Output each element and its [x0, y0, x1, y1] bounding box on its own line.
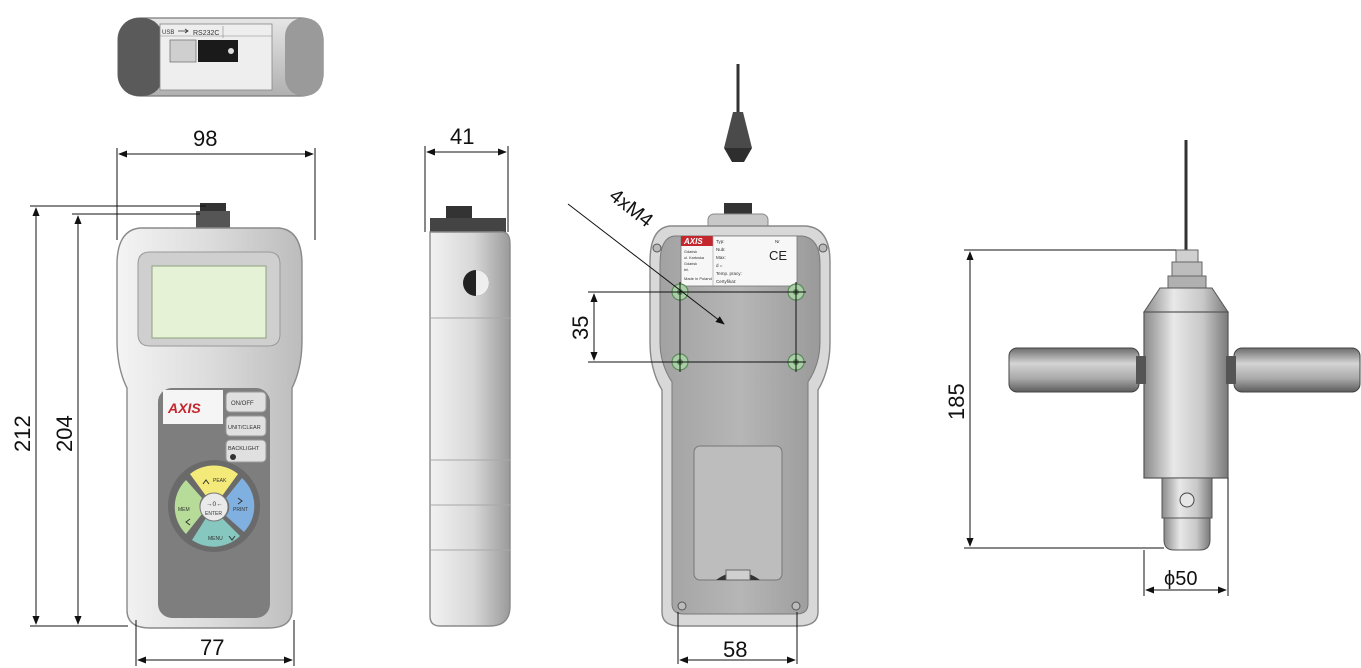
plate-cert: Certyfikat:: [716, 279, 736, 284]
plate-nub: Nub:: [716, 247, 726, 252]
front-brand-logo: AXIS: [167, 400, 201, 416]
usb-label: USB: [162, 30, 174, 36]
plate-address-1: Gdańsk: [684, 250, 697, 254]
dim-depth: 41: [450, 124, 474, 149]
mem-button[interactable]: [174, 480, 202, 534]
battery-cover: [693, 445, 783, 581]
usb-port-icon: [169, 39, 197, 63]
dimension-lines: [30, 146, 1229, 666]
left-handle: [1008, 347, 1140, 393]
arrow-left-icon: [185, 518, 191, 526]
menu-label: MENU: [208, 536, 223, 542]
plate-nr: Nr: [775, 239, 780, 244]
unitclear-label: UNIT/CLEAR: [228, 425, 261, 431]
backlight-button[interactable]: [225, 439, 267, 463]
plate-made-in: Made in Poland: [684, 276, 712, 281]
side-view: [429, 206, 511, 627]
front-view: AXIS ON/OFF UNIT/CLEAR BACKLIGHT →0← ENT…: [116, 203, 303, 629]
sensor-cylinder: [1143, 311, 1229, 479]
dim-width-bottom: 77: [200, 635, 224, 660]
rs232-port-icon: [198, 40, 238, 62]
plate-max: Max:: [716, 255, 726, 260]
sensor-view: [1008, 140, 1361, 551]
back-view: AXIS Typ: Nr Nub: Max: d = Temp. pracy: …: [649, 64, 831, 627]
plate-temp: Temp. pracy:: [716, 271, 742, 276]
side-body: [429, 231, 511, 627]
dim-hole-spacing: 35: [568, 316, 593, 340]
plate-typ: Typ:: [716, 239, 725, 244]
arrow-up-icon: [202, 479, 210, 485]
onoff-button[interactable]: [225, 391, 267, 413]
print-label: PRINT: [233, 507, 248, 513]
ce-mark: CE: [769, 248, 787, 263]
rs232-label: RS232C: [193, 30, 219, 37]
usb-icon: [178, 28, 189, 34]
dim-thread-note: 4xM4: [605, 185, 657, 232]
top-view: USB RS232C: [117, 17, 324, 97]
print-button[interactable]: [226, 478, 255, 532]
mem-label: MEM: [178, 507, 190, 513]
back-brand-logo: AXIS: [683, 237, 703, 246]
dim-height-body: 204: [52, 415, 77, 452]
plate-address-3: Gdańsk: [684, 262, 697, 266]
lcd-display: [151, 265, 267, 339]
peak-label: PEAK: [213, 478, 227, 484]
dim-width-front: 98: [193, 126, 217, 151]
backlight-label: BACKLIGHT: [228, 446, 260, 452]
dim-sensor-length: 185: [944, 383, 969, 420]
dim-height-total: 212: [10, 415, 35, 452]
onoff-label: ON/OFF: [231, 401, 254, 407]
plate-address-4: tel.: [684, 268, 689, 272]
menu-button[interactable]: [192, 518, 240, 547]
arrow-down-icon: [228, 535, 236, 541]
right-handle: [1233, 347, 1361, 393]
plate-address-2: ul. Kartuska: [684, 256, 705, 260]
enter-button[interactable]: [199, 492, 229, 522]
unitclear-button[interactable]: [225, 415, 267, 437]
enter-symbol: →0←: [206, 501, 223, 508]
dim-sensor-diameter: ϕ50: [1164, 568, 1197, 590]
dim-back-bottom-width: 58: [723, 637, 747, 662]
sensor-hole: [1179, 492, 1195, 508]
plate-d: d =: [716, 263, 723, 268]
peak-button[interactable]: [190, 465, 238, 496]
arrow-right-icon: [237, 497, 243, 505]
enter-label: ENTER: [205, 511, 222, 517]
backlight-icon: [230, 454, 236, 460]
